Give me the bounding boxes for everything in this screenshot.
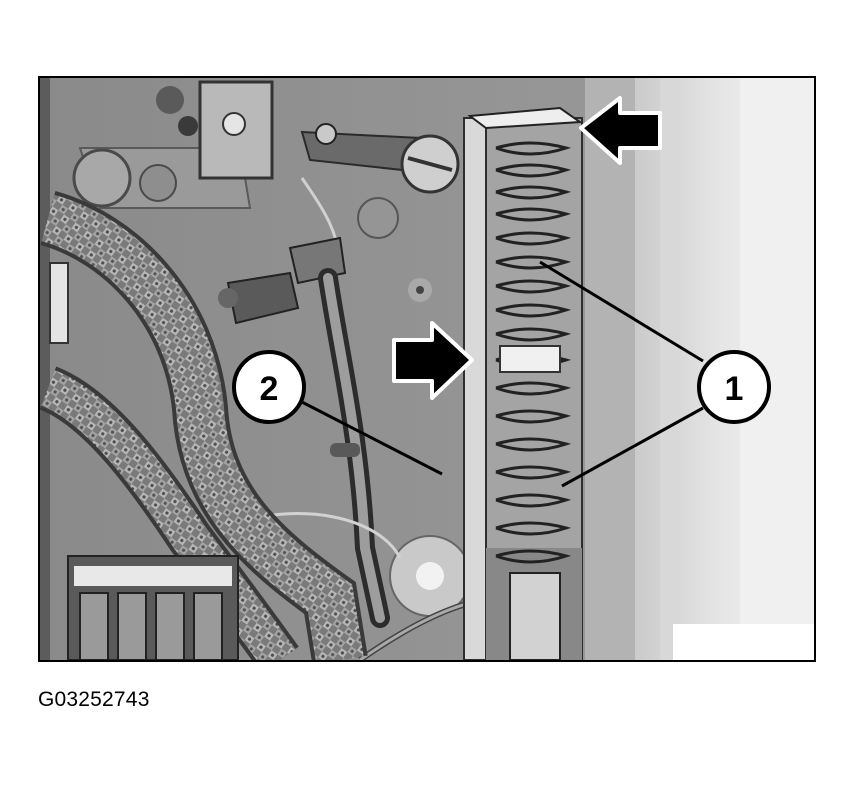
callout-1-leader-upper (539, 260, 704, 363)
callout-1-leader-lower (561, 406, 704, 488)
blank-corner (673, 624, 814, 660)
figure-id-caption: G03252743 (38, 688, 150, 711)
arrow-left-icon (579, 96, 662, 165)
callout-1-label: 1 (725, 370, 744, 408)
callout-2-label: 2 (260, 370, 279, 408)
callout-2: 2 (232, 350, 306, 424)
callout-1: 1 (697, 350, 771, 424)
arrow-right-icon (392, 321, 474, 400)
photo-illustration: 1 2 (40, 78, 814, 660)
callout-2-leader (297, 398, 443, 476)
photo-figure: 1 2 (38, 76, 816, 662)
spring-coils (495, 141, 572, 564)
